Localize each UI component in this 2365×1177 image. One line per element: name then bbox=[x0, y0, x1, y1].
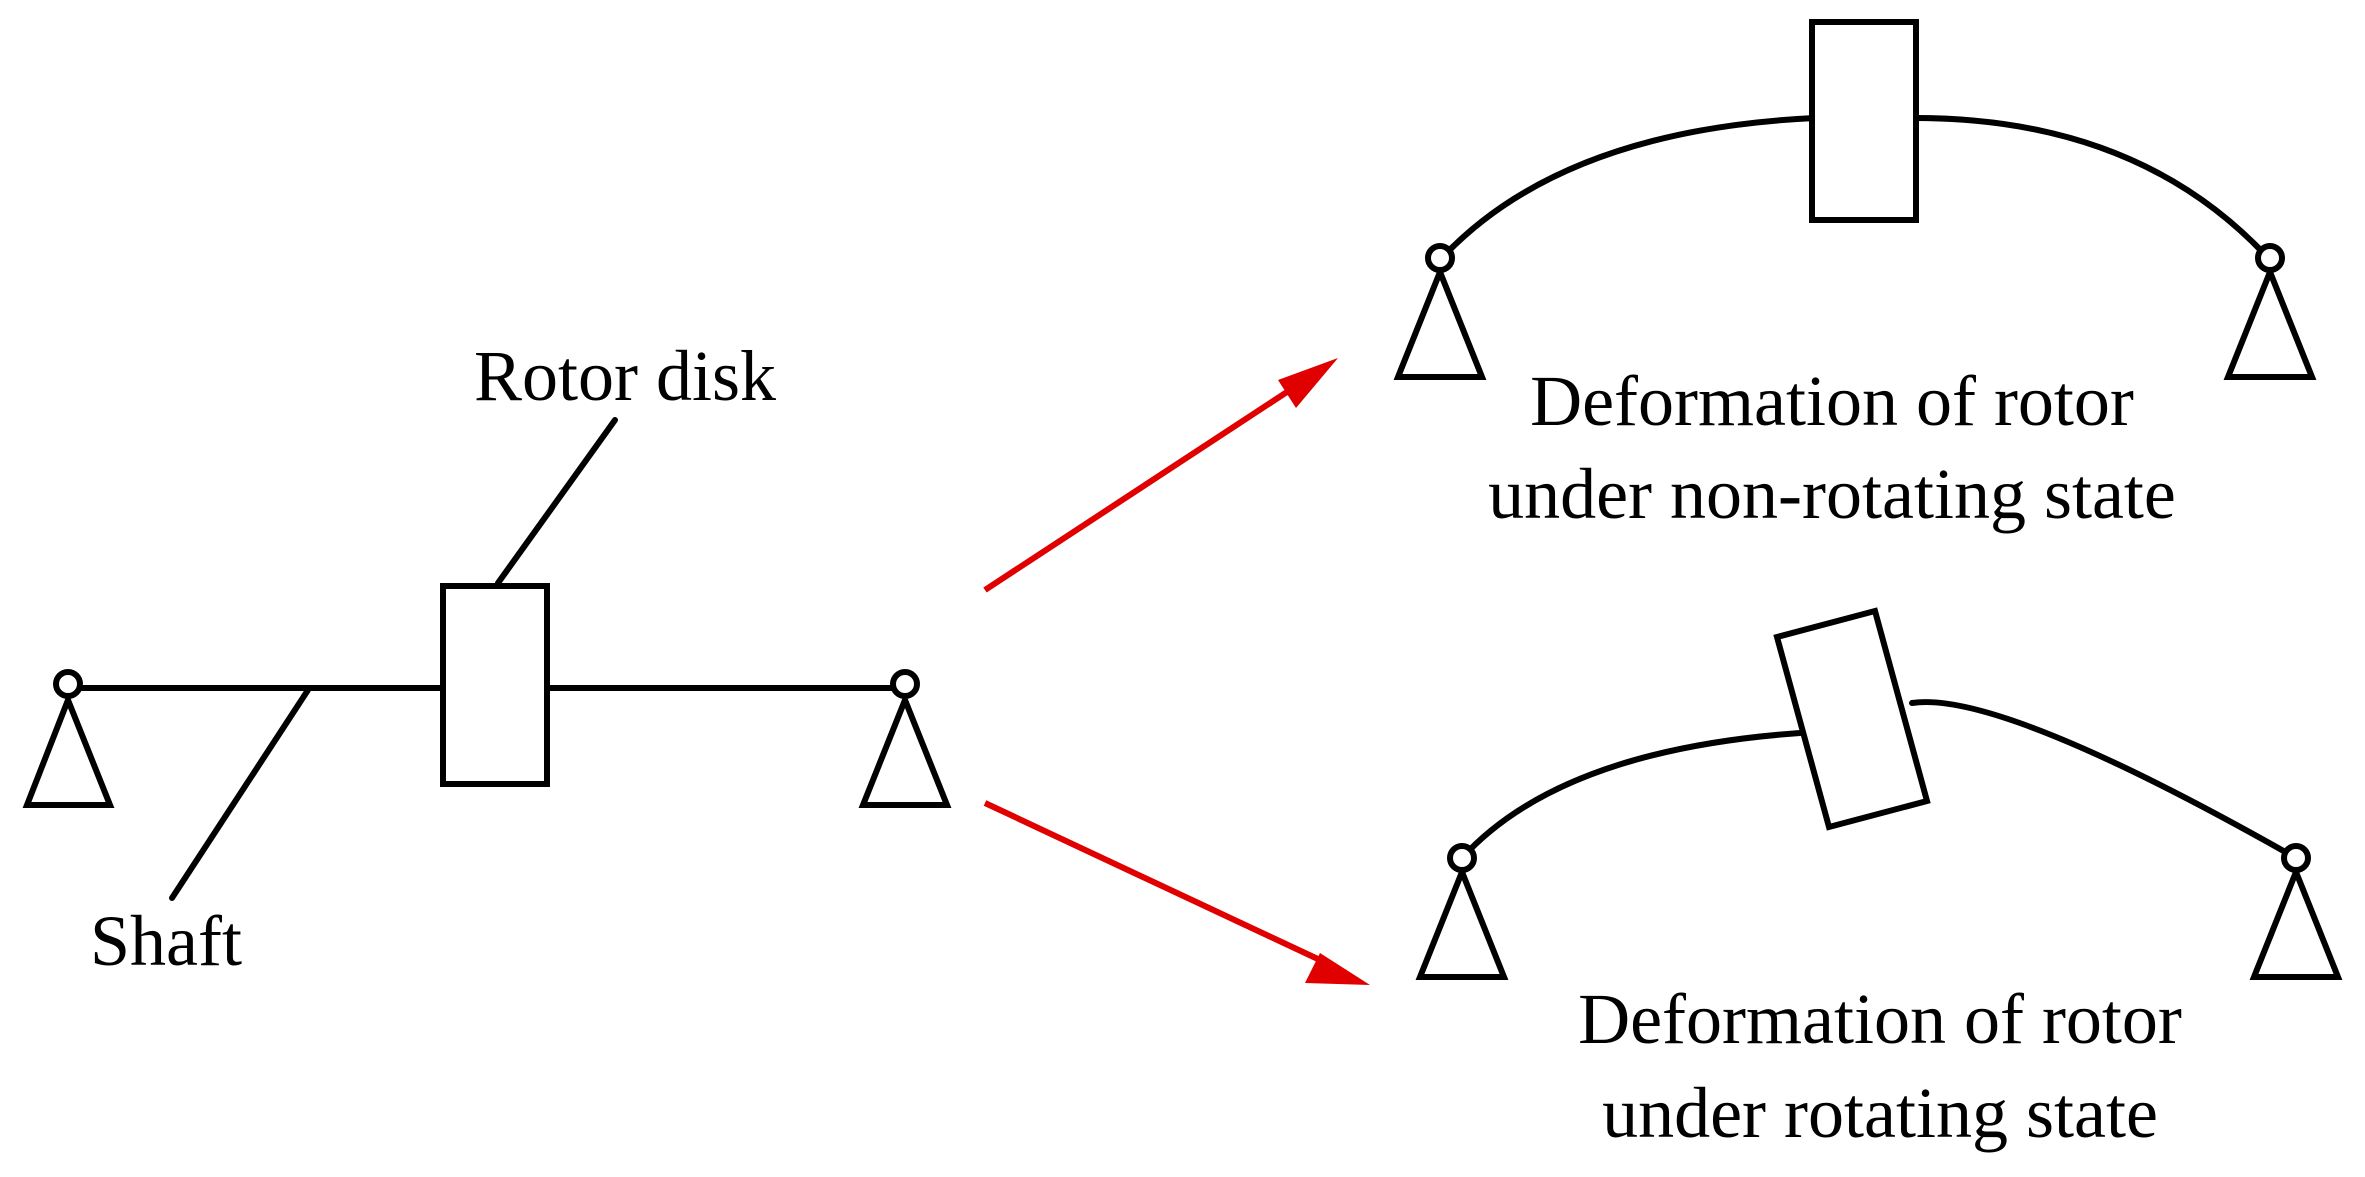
undeformed-rotor bbox=[22, 417, 952, 901]
rotor-disk-rect-non-rotating bbox=[1809, 19, 1919, 223]
right-support-triangle bbox=[858, 691, 952, 808]
left-support-pin bbox=[53, 669, 83, 699]
rotor-disk-rect bbox=[440, 583, 550, 787]
rotor-disk-label: Rotor disk bbox=[474, 336, 776, 416]
left-support-triangle bbox=[22, 691, 115, 808]
deformed-shaft-left bbox=[1437, 115, 1818, 263]
rotating-rotor bbox=[1415, 607, 2343, 980]
deformed-shaft-right bbox=[1912, 115, 2273, 263]
rotating-right-pin bbox=[2281, 843, 2311, 873]
non-rotating-rotor bbox=[1393, 19, 2317, 380]
arrow-line-lower bbox=[983, 800, 1322, 963]
non-rotating-right-pin bbox=[2255, 243, 2285, 273]
rotor-disk-leader bbox=[495, 417, 618, 586]
non-rotating-caption-line2: under non-rotating state bbox=[1488, 454, 2176, 534]
non-rotating-caption-line1: Deformation of rotor bbox=[1530, 361, 2134, 441]
non-rotating-left-support bbox=[1393, 263, 1487, 380]
rotating-shaft-left bbox=[1459, 730, 1803, 861]
arrow-to-non-rotating bbox=[983, 358, 1338, 593]
rotor-disk-rect-rotating bbox=[1773, 607, 1931, 831]
non-rotating-right-support bbox=[2223, 263, 2317, 380]
arrow-line-upper bbox=[983, 387, 1292, 593]
arrow-head-lower bbox=[1305, 953, 1370, 985]
shaft-leader bbox=[169, 687, 311, 901]
rotating-right-support bbox=[2249, 863, 2343, 980]
non-rotating-left-pin bbox=[1425, 243, 1455, 273]
arrow-head-upper bbox=[1278, 358, 1338, 408]
right-support-pin bbox=[890, 669, 920, 699]
rotating-caption-line1: Deformation of rotor bbox=[1578, 979, 2182, 1059]
shaft-label: Shaft bbox=[90, 901, 242, 981]
arrow-to-rotating bbox=[983, 800, 1370, 985]
rotating-left-pin bbox=[1447, 843, 1477, 873]
rotating-shaft-right bbox=[1909, 699, 2299, 861]
rotating-left-support bbox=[1415, 863, 1509, 980]
rotating-caption-line2: under rotating state bbox=[1602, 1073, 2158, 1153]
